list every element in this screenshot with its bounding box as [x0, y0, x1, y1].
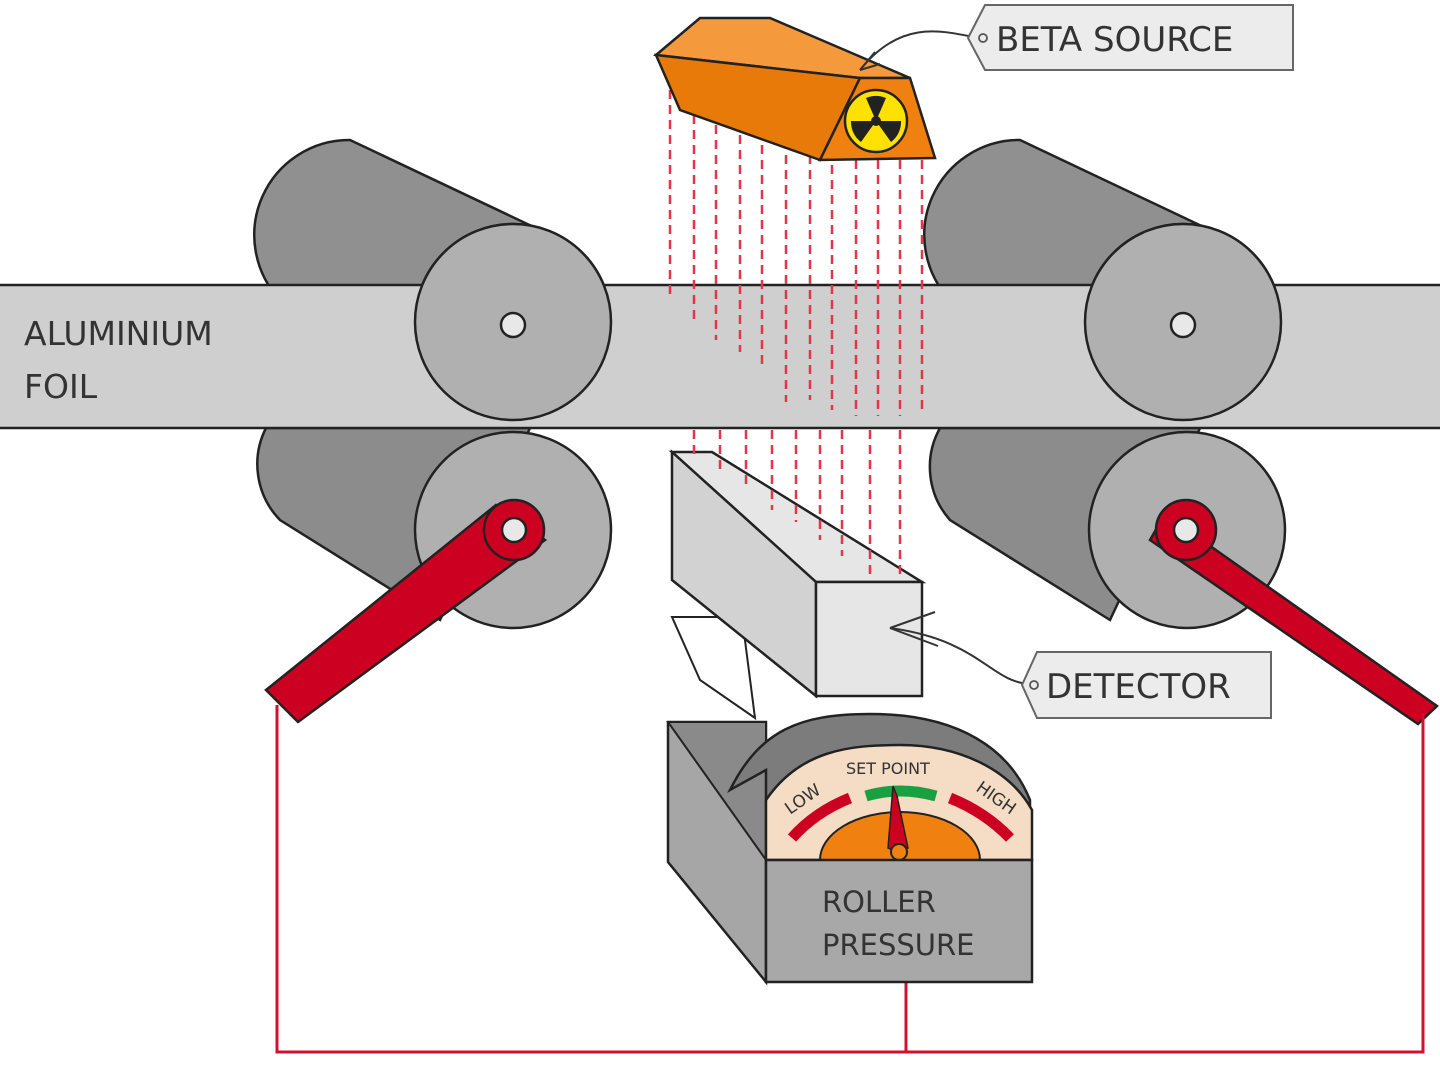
- detector: [668, 449, 927, 721]
- left-pivot-icon: [500, 516, 528, 544]
- left-axle-icon: [499, 311, 527, 339]
- roller-pressure-gauge: LOW SET POINT HIGH ROLLER PRESSURE: [666, 712, 1034, 986]
- gauge-label-line1: ROLLER: [822, 885, 936, 919]
- foil-label-line1: ALUMINIUM: [24, 314, 213, 353]
- beta-source-callout: BETA SOURCE: [859, 4, 1294, 71]
- right-pivot-icon: [1172, 516, 1200, 544]
- beta-rays: [668, 75, 924, 416]
- control-wires: [275, 705, 1425, 1054]
- beta-rays-into-detector: [692, 430, 902, 578]
- beta-source: [652, 16, 937, 162]
- beta-source-label: BETA SOURCE: [996, 20, 1233, 60]
- gauge-label-line2: PRESSURE: [822, 928, 974, 962]
- upper-roller-fronts: [413, 222, 1283, 422]
- gauge-set-point-label: SET POINT: [846, 759, 930, 778]
- left-lever: [264, 498, 548, 724]
- lower-right-roller: [928, 426, 1287, 630]
- radiation-trefoil-icon: [843, 88, 909, 154]
- right-axle-icon: [1169, 311, 1197, 339]
- foil-label-line2: FOIL: [24, 367, 98, 406]
- detector-callout: DETECTOR: [889, 611, 1272, 719]
- right-lever: [1148, 498, 1439, 726]
- detector-label: DETECTOR: [1046, 667, 1231, 707]
